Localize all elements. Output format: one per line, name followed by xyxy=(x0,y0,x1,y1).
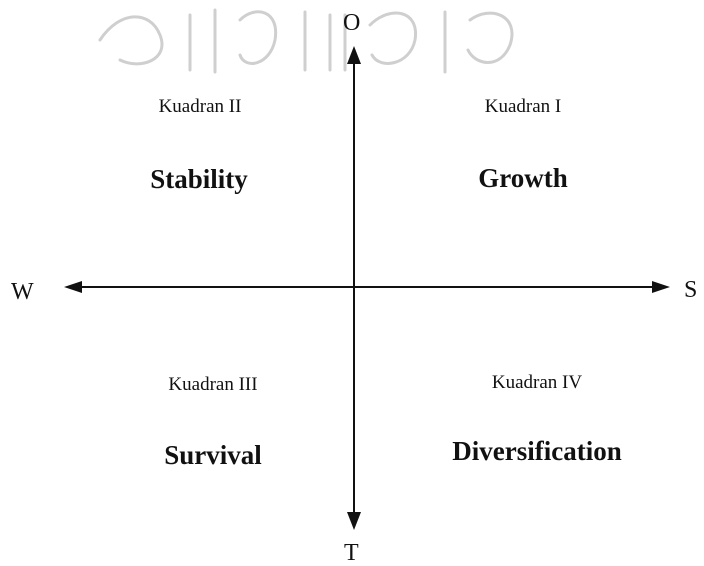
axis-label-bottom: T xyxy=(344,540,359,566)
axis-label-top: O xyxy=(343,10,361,36)
quadrant-iv-label: Kuadran IV xyxy=(491,372,583,393)
arrow-left-icon xyxy=(64,281,82,293)
quadrant-i-strategy: Growth xyxy=(478,163,568,193)
watermark-logo xyxy=(98,8,514,74)
quadrant-iv-strategy: Diversification xyxy=(452,436,622,466)
arrow-up-icon xyxy=(347,46,361,64)
arrow-down-icon xyxy=(347,512,361,530)
quadrant-iii-strategy: Survival xyxy=(164,440,262,470)
arrow-right-icon xyxy=(652,281,670,293)
axis-label-right: S xyxy=(684,277,698,303)
quadrant-ii-label: Kuadran II xyxy=(158,96,242,117)
quadrant-ii-strategy: Stability xyxy=(150,164,248,194)
axis-label-left: W xyxy=(11,279,34,305)
quadrant-iii-label: Kuadran III xyxy=(168,374,258,395)
quadrant-i-label: Kuadran I xyxy=(484,96,562,117)
